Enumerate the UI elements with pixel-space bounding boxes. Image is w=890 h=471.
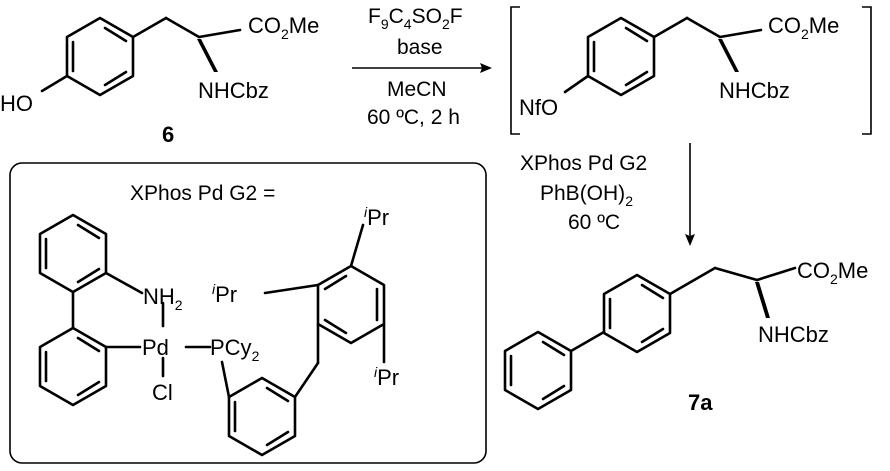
compound-number-6: 6: [162, 122, 174, 147]
compound-7a: CO2Me NHCbz 7a: [503, 258, 868, 415]
arrow-head-2: [685, 234, 695, 246]
solvent: MeCN: [387, 78, 447, 101]
nonaflate-label: NfO: [519, 95, 558, 120]
isopropyl-label-top: iPr: [364, 204, 389, 230]
isopropyl-label-bottom: iPr: [374, 364, 399, 390]
step-1-conditions: 60 ºC, 2 h: [367, 106, 460, 129]
intermediate-ring: [586, 16, 656, 97]
xphos-pd-g2-box: XPhos Pd G2 = NH2 Pd PCy2 Cl: [9, 162, 487, 464]
amine-label: NHCbz: [758, 322, 829, 347]
compound-6-ring: [65, 16, 135, 97]
biphenyl-ring-upper: [38, 213, 108, 294]
hydroxy-label: HO: [0, 91, 33, 116]
amine-label: NHCbz: [198, 78, 269, 103]
amine-label: NHCbz: [719, 78, 790, 103]
ester-label: CO2Me: [797, 258, 868, 287]
intermediate: CO2Me NHCbz NfO: [510, 6, 872, 135]
step-1: F9C4SO2F base MeCN 60 ºC, 2 h: [352, 5, 492, 129]
palladium-label: Pd: [142, 335, 169, 360]
catalyst: XPhos Pd G2: [520, 152, 647, 175]
compound-6: CO2Me NHCbz HO 6: [0, 13, 319, 147]
step-2: XPhos Pd G2 PhB(OH)2 60 ºC: [520, 143, 695, 246]
boronic-acid: PhB(OH)2: [540, 182, 633, 209]
reagent-nonaflyl-fluoride: F9C4SO2F: [368, 5, 463, 32]
phosphine-aryl-ring: [227, 376, 297, 457]
amine-nh2-label: NH2: [143, 284, 183, 313]
chloride-label: Cl: [152, 380, 173, 405]
right-bracket: [862, 6, 872, 135]
wedge-bond: [197, 39, 218, 72]
compound-number-7a: 7a: [688, 390, 713, 415]
reagent-base: base: [397, 36, 443, 59]
catalyst-box-frame: [9, 162, 487, 464]
catalyst-box-title: XPhos Pd G2 =: [130, 182, 275, 205]
triisopropylphenyl-ring: [316, 264, 386, 345]
step-2-temperature: 60 ºC: [568, 211, 620, 234]
ester-label: CO2Me: [248, 13, 319, 42]
biphenyl-ring-lower: [38, 326, 108, 407]
ester-label: CO2Me: [768, 13, 839, 42]
isopropyl-label-left: iPr: [212, 281, 237, 307]
phenyl-ring: [503, 330, 573, 411]
phosphine-label: PCy2: [210, 335, 260, 364]
aryl-ring: [602, 273, 672, 354]
wedge-bond: [718, 39, 739, 72]
left-bracket: [510, 6, 520, 135]
arrow-head-1: [480, 63, 492, 73]
wedge-bond: [755, 282, 770, 318]
